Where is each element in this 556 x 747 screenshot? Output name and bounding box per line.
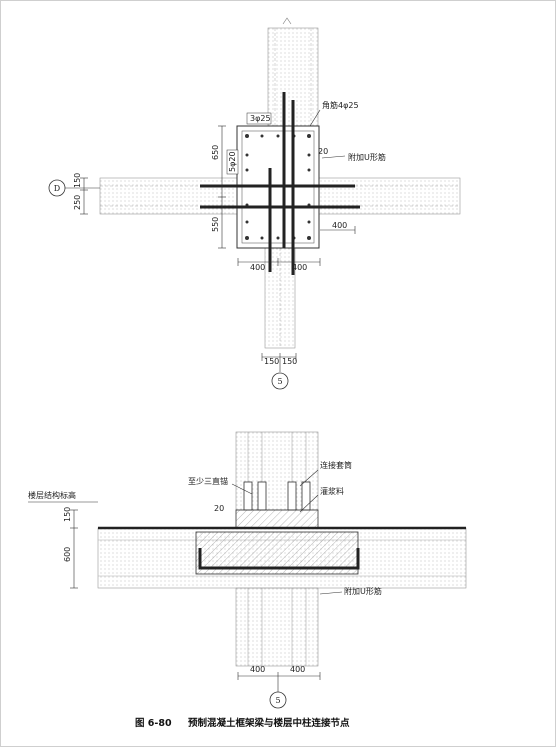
dim-wall-150a: 150 <box>264 357 279 366</box>
section-column-lower <box>235 587 319 667</box>
label-top-bars: 3φ25 <box>250 114 271 123</box>
axis-label-5-plan: 5 <box>277 377 282 386</box>
dim-600-section: 600 <box>63 547 72 562</box>
label-three-straight: 至少三直锚 <box>188 476 228 486</box>
dim-400-left-section: 400 <box>250 665 265 674</box>
label-sleeve: 连接套筒 <box>320 460 352 470</box>
dim-150-section: 150 <box>63 507 72 522</box>
dim-right-400: 400 <box>332 221 347 230</box>
axis-bubble-5-section <box>269 691 287 709</box>
section-view: 5 连接套筒 灌浆料 至少三直锚 楼层结构标高 附加U形筋 150 600 20… <box>28 431 467 709</box>
label-grout: 灌浆料 <box>320 486 344 496</box>
dim-bottom-right-400: 400 <box>292 263 307 272</box>
dim-20-plan: 20 <box>318 147 328 156</box>
dim-wall-150b: 150 <box>282 357 297 366</box>
caption-number: 图 6-80 <box>135 718 172 729</box>
dim-left-bottom: 550 <box>211 217 220 232</box>
label-u-bar-plan: 附加U形筋 <box>348 152 386 162</box>
plan-dims-left <box>80 125 356 372</box>
dim-beam-upper: 150 <box>73 173 82 188</box>
dim-left-top: 650 <box>211 145 220 160</box>
label-floor-level: 楼层结构标高 <box>28 490 76 500</box>
dim-beam-lower: 250 <box>73 195 82 210</box>
dim-400-right-section: 400 <box>290 665 305 674</box>
section-grout <box>235 509 319 529</box>
dim-bottom-left-400: 400 <box>250 263 265 272</box>
label-u-bar-section: 附加U形筋 <box>344 586 382 596</box>
plan-main-bars <box>200 92 360 275</box>
axis-label-d: D <box>54 184 60 193</box>
plan-view: D 5 角筋4φ25 3φ25 5φ20 附加U形筋 20 650 550 15… <box>48 17 461 390</box>
axis-bubble-5-plan <box>271 372 289 390</box>
axis-label-5-section: 5 <box>275 696 280 705</box>
section-u-bar <box>198 548 360 570</box>
label-corner-bars: 角筋4φ25 <box>322 100 359 110</box>
label-side-bars: 5φ20 <box>228 151 237 172</box>
caption-text: 预制混凝土框架梁与楼层中柱连接节点 <box>188 717 350 729</box>
dim-20-section: 20 <box>214 504 224 513</box>
